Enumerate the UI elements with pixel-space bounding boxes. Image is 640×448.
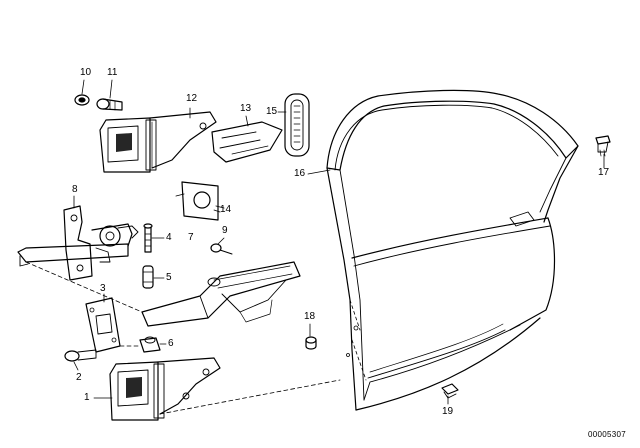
screw-11 xyxy=(96,98,123,111)
check-link-7 xyxy=(141,261,301,327)
callout-18: 18 xyxy=(304,311,316,322)
leader-lines xyxy=(73,79,605,405)
plate-3 xyxy=(85,297,121,353)
pin-4 xyxy=(143,223,153,253)
callout-11: 11 xyxy=(107,67,118,78)
assembly-lines xyxy=(25,261,341,415)
callout-7: 7 xyxy=(188,232,194,243)
screw-9 xyxy=(210,243,233,255)
callout-5: 5 xyxy=(166,272,172,283)
callout-9: 9 xyxy=(222,225,228,236)
bushing-5 xyxy=(142,265,154,289)
callout-19: 19 xyxy=(442,406,454,417)
callout-8: 8 xyxy=(72,184,78,195)
callout-6: 6 xyxy=(168,338,174,349)
callout-16: 16 xyxy=(294,168,306,179)
nut-10 xyxy=(74,94,90,106)
diagram-reference-code: 00005307 xyxy=(588,430,626,439)
bracket-13 xyxy=(211,121,283,163)
plate-14 xyxy=(175,181,225,221)
door-check-8 xyxy=(17,205,139,281)
callout-17: 17 xyxy=(598,167,610,178)
callout-4: 4 xyxy=(166,232,172,243)
callout-1: 1 xyxy=(84,392,90,403)
callout-13: 13 xyxy=(240,103,252,114)
callout-10: 10 xyxy=(80,67,92,78)
callout-3: 3 xyxy=(100,283,106,294)
callout-15: 15 xyxy=(266,106,278,117)
bushing-6 xyxy=(139,336,161,353)
plug-18 xyxy=(305,336,317,350)
bolt-17 xyxy=(595,135,611,157)
seal-15 xyxy=(284,93,310,157)
clip-19 xyxy=(441,383,459,399)
callout-2: 2 xyxy=(76,372,82,383)
bolt-2 xyxy=(64,349,97,362)
upper-hinge-12 xyxy=(99,111,217,173)
callout-14: 14 xyxy=(220,204,232,215)
lower-hinge-1 xyxy=(109,357,221,421)
callout-12: 12 xyxy=(186,93,198,104)
door-shell xyxy=(326,89,579,411)
